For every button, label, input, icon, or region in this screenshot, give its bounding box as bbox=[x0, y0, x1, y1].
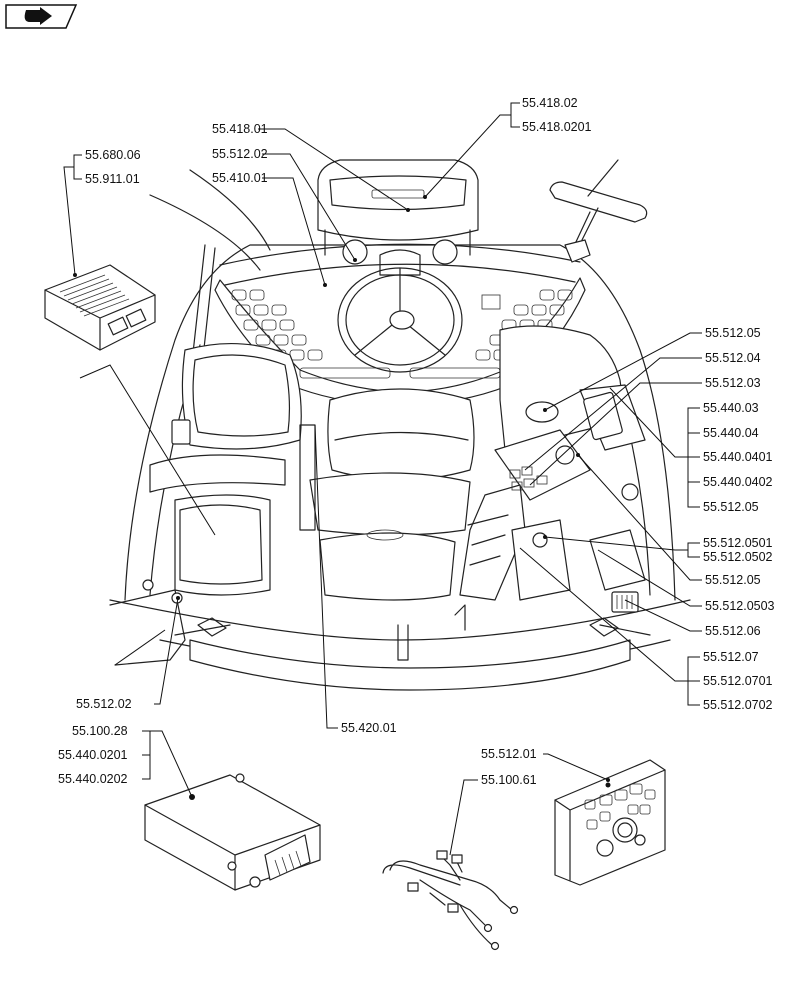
ecu-module-top-left bbox=[44, 264, 156, 351]
label-55-100-61: 55.100.61 bbox=[481, 773, 537, 787]
part-number-labels: 55.418.02 55.418.0201 55.418.01 55.512.0… bbox=[58, 96, 775, 787]
cab-interior-drawing bbox=[109, 159, 691, 691]
label-55-512-06: 55.512.06 bbox=[705, 624, 761, 638]
label-55-512-02-top: 55.512.02 bbox=[212, 147, 268, 161]
label-55-512-04: 55.512.04 bbox=[705, 351, 761, 365]
label-55-512-0501: 55.512.0501 bbox=[703, 536, 773, 550]
control-panel-module bbox=[554, 759, 666, 886]
leader-lines bbox=[63, 102, 702, 856]
label-55-680-06: 55.680.06 bbox=[85, 148, 141, 162]
label-55-512-0701: 55.512.0701 bbox=[703, 674, 773, 688]
wiring-harness bbox=[382, 850, 519, 951]
label-55-100-28: 55.100.28 bbox=[72, 724, 128, 738]
label-55-440-04: 55.440.04 bbox=[703, 426, 759, 440]
ecu-module-bottom-left bbox=[144, 773, 321, 891]
label-55-418-01: 55.418.01 bbox=[212, 122, 268, 136]
label-55-512-07: 55.512.07 bbox=[703, 650, 759, 664]
label-55-911-01: 55.911.01 bbox=[85, 172, 140, 186]
label-55-512-05-c: 55.512.05 bbox=[705, 573, 761, 587]
label-55-440-03: 55.440.03 bbox=[703, 401, 759, 415]
label-55-440-0401: 55.440.0401 bbox=[703, 450, 773, 464]
label-55-418-02: 55.418.02 bbox=[522, 96, 578, 110]
label-55-512-0503: 55.512.0503 bbox=[705, 599, 775, 613]
label-55-512-02-bottom: 55.512.02 bbox=[76, 697, 132, 711]
label-55-512-0502: 55.512.0502 bbox=[703, 550, 773, 564]
label-55-440-0201: 55.440.0201 bbox=[58, 748, 128, 762]
label-55-512-05-b: 55.512.05 bbox=[703, 500, 759, 514]
label-55-512-0702: 55.512.0702 bbox=[703, 698, 773, 712]
label-55-420-01: 55.420.01 bbox=[341, 721, 397, 735]
next-page-arrow-icon[interactable] bbox=[5, 4, 78, 29]
label-55-418-0201: 55.418.0201 bbox=[522, 120, 592, 134]
label-55-440-0202: 55.440.0202 bbox=[58, 772, 128, 786]
label-55-440-0402: 55.440.0402 bbox=[703, 475, 773, 489]
label-55-410-01: 55.410.01 bbox=[212, 171, 268, 185]
label-55-512-03: 55.512.03 bbox=[705, 376, 761, 390]
label-55-512-01: 55.512.01 bbox=[481, 747, 537, 761]
label-55-512-05-a: 55.512.05 bbox=[705, 326, 761, 340]
